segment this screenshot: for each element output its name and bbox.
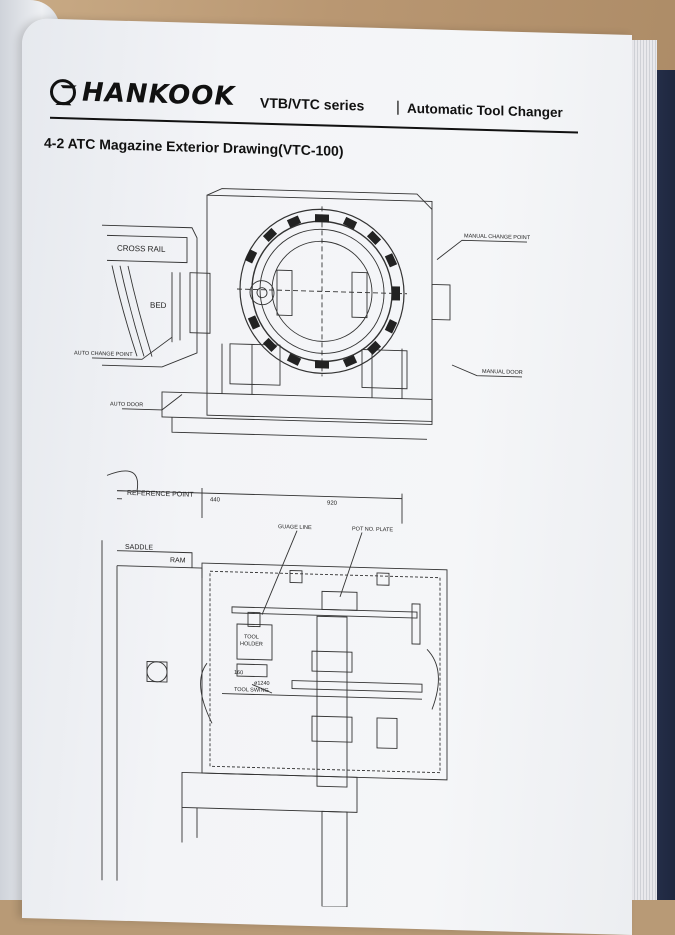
label-dim-1240: ø1240 <box>254 680 270 686</box>
top-drawing-labels: CROSS RAIL BED MANUAL CHANGE POINT MANUA… <box>74 233 531 408</box>
tool-pots <box>244 214 400 369</box>
label-tool-swing: TOOL SWING <box>234 687 269 694</box>
label-tool-holder-line2: HOLDER <box>240 641 263 648</box>
label-dim-440: 440 <box>210 497 221 503</box>
label-ram: RAM <box>170 557 186 564</box>
label-cross-rail: CROSS RAIL <box>117 244 166 254</box>
label-manual-change-point: MANUAL CHANGE POINT <box>464 233 531 241</box>
label-dim-920: 920 <box>327 501 338 507</box>
label-auto-change-point: AUTO CHANGE POINT <box>74 350 133 358</box>
label-dim-160: 160 <box>234 670 243 676</box>
manual-page: HANKOOK VTB/VTC series | Automatic Tool … <box>22 18 632 935</box>
label-tool-holder-line1: TOOL <box>244 634 259 640</box>
bottom-drawing-labels: REFERENCE POINT 440 920 GUAGE LINE POT N… <box>125 490 393 694</box>
label-pot-no-plate: POT NO. PLATE <box>352 526 393 533</box>
label-saddle: SADDLE <box>125 544 153 552</box>
label-guage-line: GUAGE LINE <box>278 524 312 531</box>
top-drawing <box>92 188 527 440</box>
bottom-drawing <box>101 470 448 908</box>
label-manual-door: MANUAL DOOR <box>482 369 523 376</box>
label-reference-point: REFERENCE POINT <box>127 490 194 499</box>
technical-drawing: CROSS RAIL BED MANUAL CHANGE POINT MANUA… <box>74 188 531 908</box>
label-bed: BED <box>150 301 167 310</box>
label-auto-door: AUTO DOOR <box>110 401 143 408</box>
